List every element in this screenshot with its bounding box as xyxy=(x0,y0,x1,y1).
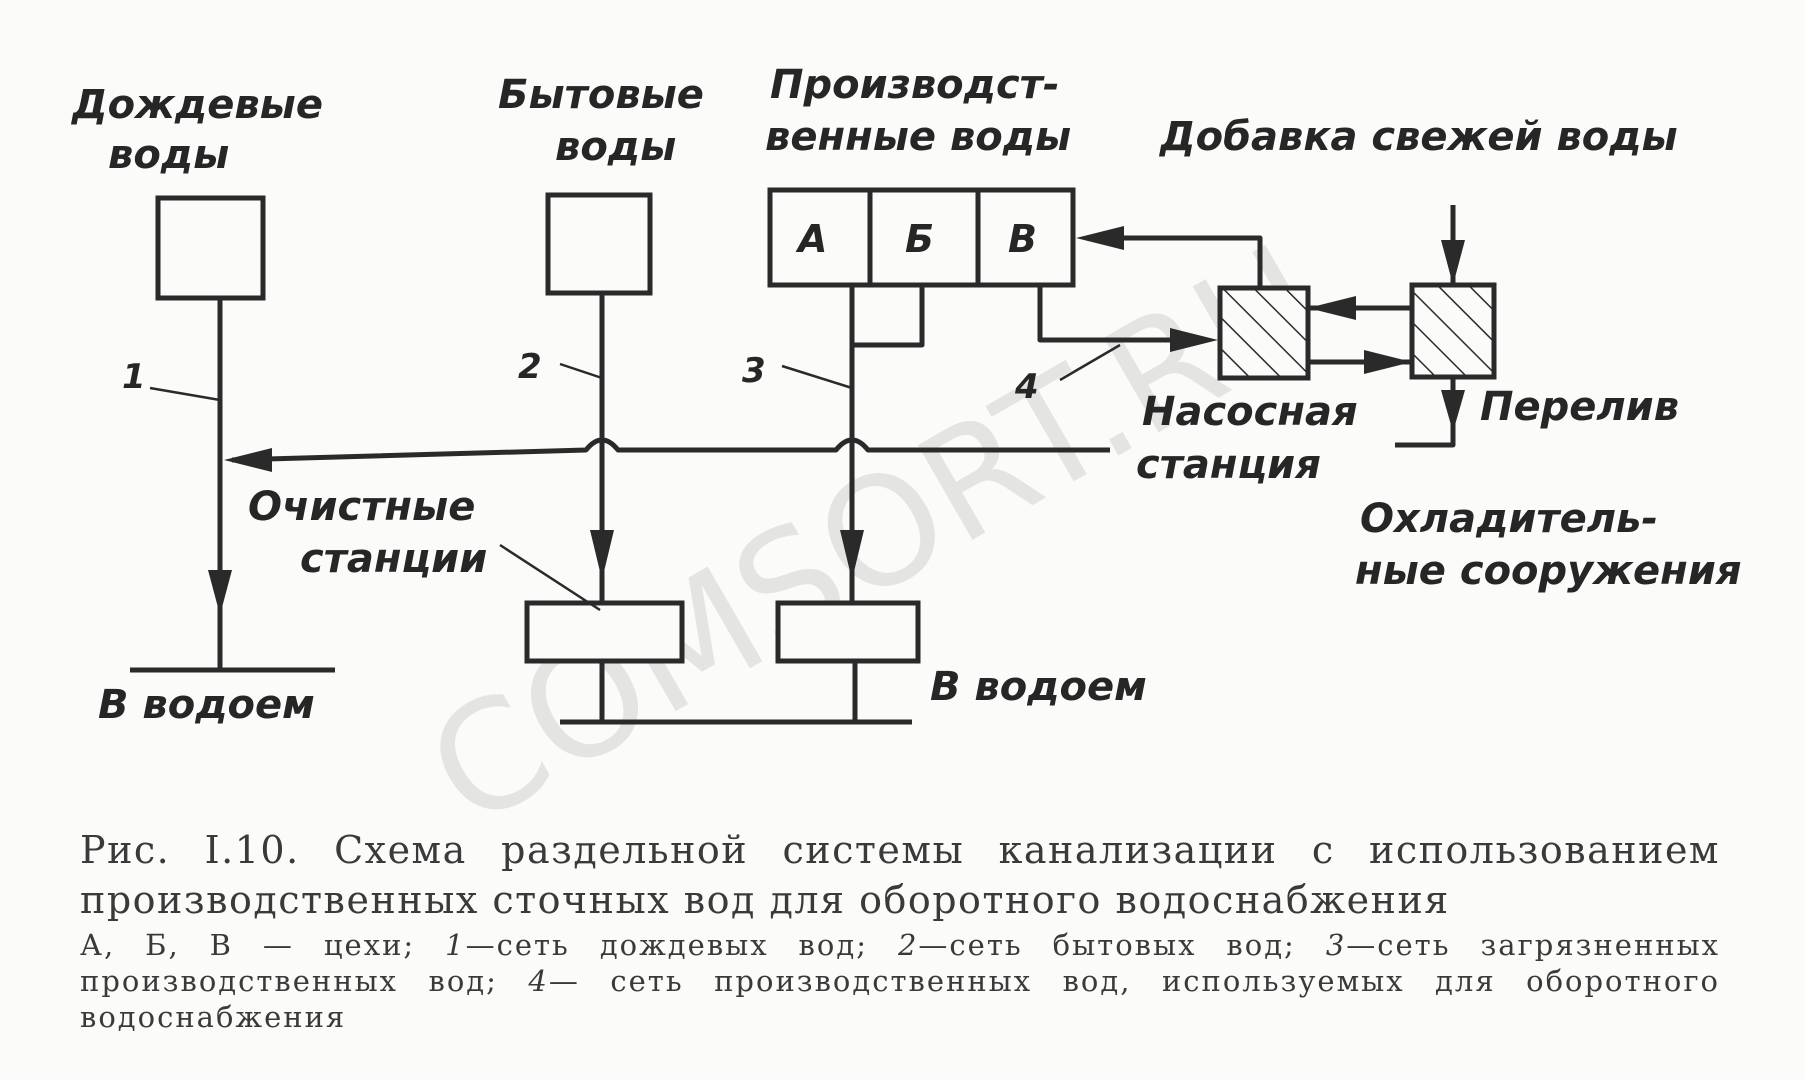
combined-horizontal-pipe xyxy=(231,437,1110,463)
fresh-water-label: Добавка свежей воды xyxy=(1158,114,1678,160)
cooling-structures-label-line2: ные сооружения xyxy=(1355,548,1742,594)
caption-title: Рис. I.10. Схема раздельной системы кана… xyxy=(80,828,1720,922)
network-4-leader xyxy=(1059,343,1121,382)
shop-collector-pipe xyxy=(849,285,925,348)
legend-network-4-text: — сеть производственных вод, используемы… xyxy=(80,964,1721,1034)
rain-water-label-line1: Дождевые xyxy=(70,82,323,128)
network-4-number: 4 xyxy=(1014,367,1039,407)
overflow-arrow xyxy=(1441,390,1465,432)
shop-b-label: Б xyxy=(905,217,934,261)
shop-a-label: А xyxy=(795,217,827,261)
household-water-source-box xyxy=(545,192,653,296)
network-2-leader xyxy=(559,362,603,380)
legend-network-3-text: —сеть загрязненных производственных вод; xyxy=(80,928,1721,998)
figure-caption: Рис. I.10. Схема раздельной системы кана… xyxy=(80,825,1720,1035)
network-2-number: 2 xyxy=(518,347,542,387)
network-3-number: 3 xyxy=(742,351,766,391)
network-1-number: 1 xyxy=(122,357,146,397)
pump-station-label-line2: станция xyxy=(1136,442,1321,488)
household-network-arrow xyxy=(590,530,614,580)
rain-network-arrow xyxy=(208,570,232,615)
caption-legend: А, Б, В — цехи; 1—сеть дождевых вод; 2—с… xyxy=(80,927,1720,1035)
pump-to-cooling-arrow xyxy=(1364,350,1412,374)
treatment-stations-label-line1: Очистные xyxy=(248,484,475,530)
legend-network-1-number: 1 xyxy=(445,928,466,962)
shop-a-box xyxy=(767,187,873,288)
industrial-water-label-line2: венные воды xyxy=(765,114,1071,160)
legend-network-2-number: 2 xyxy=(897,928,919,962)
overflow-pipe xyxy=(1395,377,1456,448)
pump-station-box xyxy=(1217,285,1311,381)
treatment-station-left-box xyxy=(524,600,685,664)
household-water-label-line2: воды xyxy=(555,124,676,170)
treatment-station-right-box xyxy=(775,600,921,664)
shop-c-box xyxy=(975,187,1076,288)
cooling-to-pump-arrow xyxy=(1308,296,1356,320)
legend-network-1-text: —сеть дождевых вод; xyxy=(465,928,868,962)
treatment-stations-label-line2: станции xyxy=(300,536,487,582)
horizontal-pipe-arrow xyxy=(224,448,272,472)
pump-to-shop-c-arrow xyxy=(1076,226,1124,250)
treatment-outfall-label: В водоем xyxy=(930,664,1147,710)
rain-outfall-label: В водоем xyxy=(98,682,315,728)
sewerage-scheme-diagram: COMSORT.RU Дождевые воды В водоем 1 Быто… xyxy=(70,62,1742,830)
household-water-label-line1: Бытовые xyxy=(498,72,704,118)
network-1-leader xyxy=(149,386,221,402)
shop-c-label: В xyxy=(1008,217,1037,261)
watermark-text: COMSORT.RU xyxy=(401,213,1349,830)
cooling-structure-box xyxy=(1409,282,1497,380)
fresh-water-inlet-arrow xyxy=(1441,240,1465,285)
network-3-leader xyxy=(781,364,853,390)
industrial-network-arrow xyxy=(840,530,864,580)
legend-network-3-number: 3 xyxy=(1325,928,1347,962)
pump-to-shop-c-pipe xyxy=(1112,235,1263,288)
recirculation-pipe-to-pump xyxy=(1037,285,1182,343)
treatment-stations-leader xyxy=(499,543,601,612)
cooling-structures-label-line1: Охладитель- xyxy=(1360,496,1658,542)
overflow-label: Перелив xyxy=(1480,384,1679,430)
industrial-water-label-line1: Производст- xyxy=(770,62,1059,108)
legend-network-4-number: 4 xyxy=(528,964,549,998)
pump-station-label-line1: Насосная xyxy=(1142,389,1358,435)
legend-shops: А, Б, В — цехи; xyxy=(80,928,416,962)
recirculation-arrow-to-pump xyxy=(1170,328,1218,352)
legend-network-2-text: —сеть бытовых вод; xyxy=(918,928,1296,962)
rain-water-label-line2: воды xyxy=(108,132,229,178)
rain-water-source-box xyxy=(155,195,266,301)
